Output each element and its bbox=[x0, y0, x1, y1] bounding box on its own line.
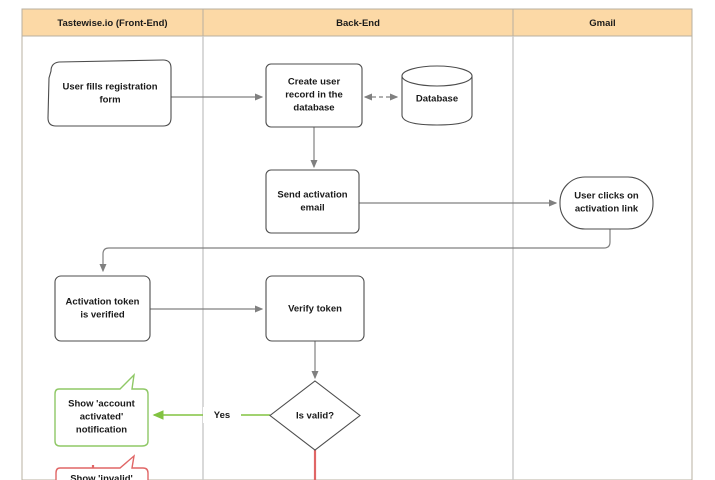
node-user-clicks-activation-link[interactable]: User clicks on activation link bbox=[559, 176, 654, 230]
swimlane-pool: Tastewise.io (Front-End) Back-End Gmail bbox=[21, 8, 693, 480]
lane-title-backend: Back-End bbox=[336, 18, 380, 29]
node-send-activation-email[interactable]: Send activation email bbox=[265, 169, 360, 234]
activation-token-is-verified-line-1: Activation token bbox=[66, 297, 140, 308]
database-body-shape[interactable] bbox=[401, 75, 473, 126]
activation-token-is-verified-shape[interactable] bbox=[54, 275, 151, 342]
node-show-account-activated-notification[interactable]: Show 'account activated' notification bbox=[54, 373, 149, 447]
create-user-record-line-1: Create user bbox=[288, 77, 341, 88]
show-account-activated-notification-line-3: notification bbox=[76, 425, 127, 436]
node-layer: User fills registration form Create user… bbox=[47, 59, 654, 480]
database-top-ellipse bbox=[401, 65, 473, 87]
node-create-user-record[interactable]: Create user record in the database bbox=[265, 63, 363, 128]
create-user-record-line-3: database bbox=[293, 103, 334, 114]
show-invalid-notification-line-1: Show 'invalid' bbox=[70, 474, 133, 480]
node-show-invalid-notification[interactable]: Show 'invalid' bbox=[55, 454, 149, 480]
lane-title-gmail: Gmail bbox=[589, 18, 615, 29]
user-clicks-activation-link-shape[interactable] bbox=[559, 176, 654, 230]
verify-token-shape[interactable] bbox=[265, 275, 365, 342]
edge-label-yes-bg bbox=[203, 407, 241, 423]
show-account-activated-notification-line-1: Show 'account bbox=[68, 399, 135, 410]
send-activation-email-line-2: email bbox=[300, 203, 324, 214]
is-valid-label: Is valid? bbox=[296, 411, 334, 422]
show-account-activated-notification-line-2: activated' bbox=[80, 412, 123, 423]
node-user-fills-registration-form[interactable]: User fills registration form bbox=[47, 59, 172, 127]
is-valid-shape[interactable] bbox=[269, 380, 361, 451]
edge-label-yes: Yes bbox=[214, 410, 230, 421]
node-is-valid[interactable]: Is valid? bbox=[269, 380, 361, 451]
database-label: Database bbox=[416, 94, 458, 105]
node-database[interactable]: Database bbox=[401, 65, 473, 126]
lane-header-backend[interactable] bbox=[202, 8, 514, 37]
send-activation-email-shape[interactable] bbox=[265, 169, 360, 234]
edge-layer: show 'account activated' --> Yes bbox=[91, 93, 611, 480]
lane-title-frontend: Tastewise.io (Front-End) bbox=[57, 18, 167, 29]
user-clicks-activation-link-line-1: User clicks on bbox=[574, 191, 639, 202]
show-invalid-notification-shape[interactable] bbox=[55, 454, 149, 480]
lane-header-gmail[interactable] bbox=[512, 8, 693, 37]
create-user-record-line-2: record in the bbox=[285, 90, 343, 101]
user-clicks-activation-link-line-2: activation link bbox=[575, 204, 639, 215]
activation-token-is-verified-line-2: is verified bbox=[80, 310, 125, 321]
node-verify-token[interactable]: Verify token bbox=[265, 275, 365, 342]
user-fills-registration-form-line-2: form bbox=[99, 95, 120, 106]
user-fills-registration-form-line-1: User fills registration bbox=[62, 82, 157, 93]
user-fills-registration-form-shape[interactable] bbox=[47, 59, 172, 127]
create-user-record-shape[interactable] bbox=[265, 63, 363, 128]
node-activation-token-is-verified[interactable]: Activation token is verified bbox=[54, 275, 151, 342]
edge-user-clicks-to-token-verified bbox=[99, 229, 611, 273]
send-activation-email-line-1: Send activation bbox=[277, 190, 347, 201]
show-account-activated-notification-shape[interactable] bbox=[54, 373, 149, 447]
verify-token-label: Verify token bbox=[288, 304, 342, 315]
